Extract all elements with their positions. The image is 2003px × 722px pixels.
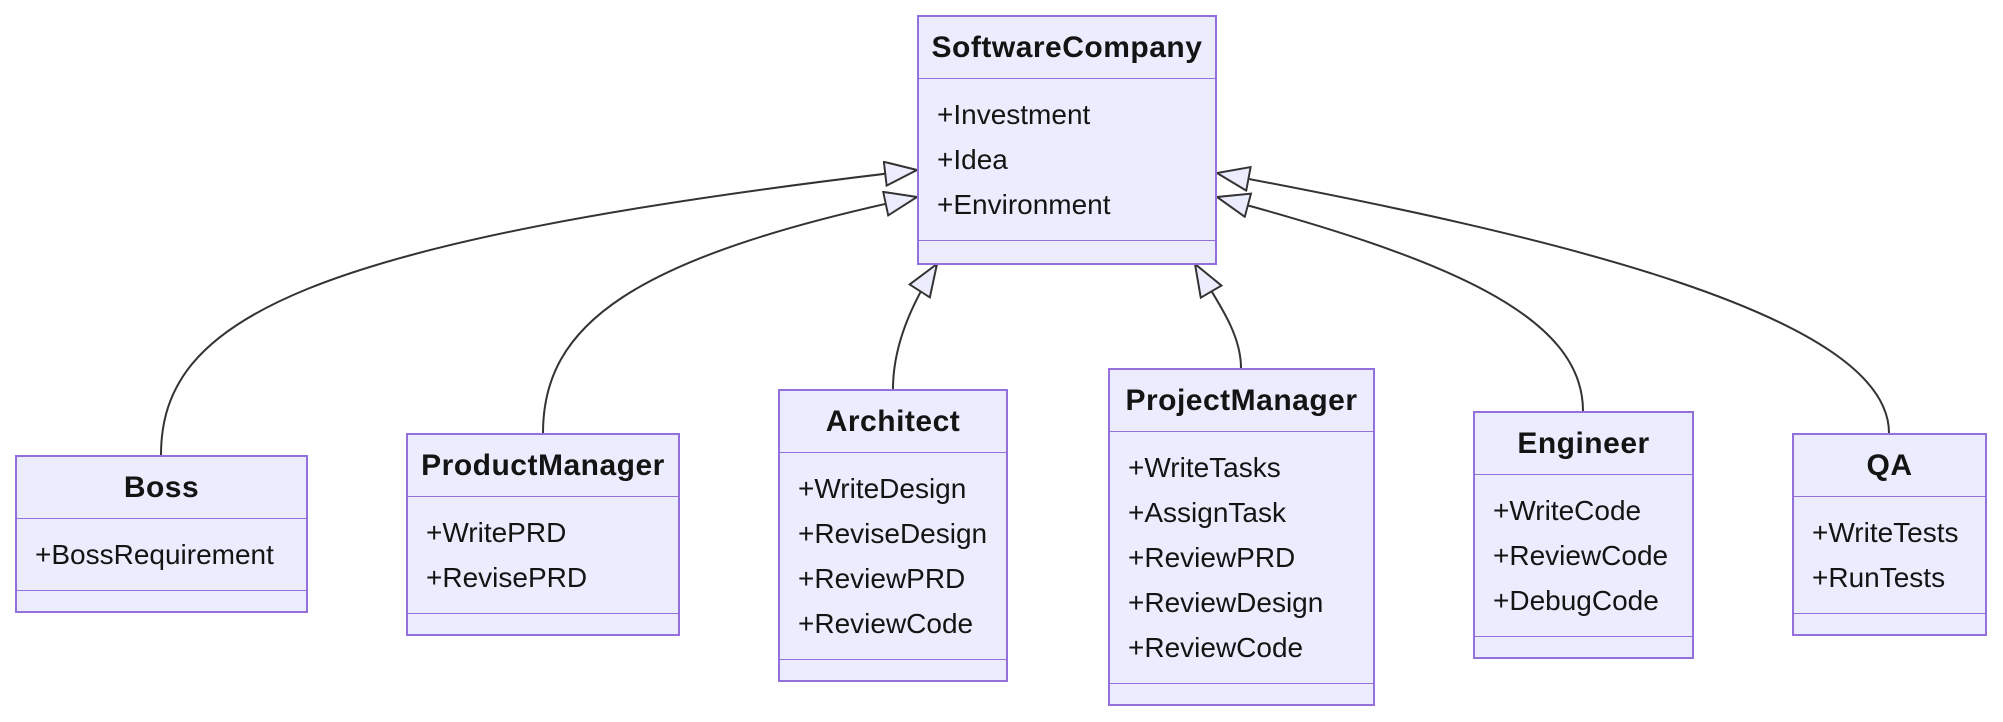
- class-title: Engineer: [1475, 413, 1692, 475]
- class-attribute: +ReviewCode: [1128, 631, 1304, 663]
- class-methods-compartment: [1475, 637, 1692, 657]
- class-attributes: +BossRequirement: [17, 519, 306, 591]
- class-attribute: +ReviewPRD: [798, 562, 966, 594]
- class-attribute: +WriteTests: [1812, 516, 1959, 548]
- class-methods-compartment: [17, 591, 306, 611]
- class-box-qa: QA +WriteTests +RunTests: [1792, 433, 1987, 636]
- class-box-boss: Boss +BossRequirement: [15, 455, 308, 613]
- class-attribute: +WritePRD: [426, 516, 567, 548]
- class-methods-compartment: [408, 614, 678, 634]
- class-attribute: +BossRequirement: [35, 538, 274, 570]
- class-attribute: +WriteTasks: [1128, 451, 1281, 483]
- inheritance-edge-engineer-to-softwarecompany: [1217, 197, 1584, 412]
- class-box-architect: Architect +WriteDesign +ReviseDesign +Re…: [778, 389, 1008, 682]
- class-attributes: +WriteCode +ReviewCode +DebugCode: [1475, 475, 1692, 637]
- class-title: ProductManager: [408, 435, 678, 497]
- class-methods-compartment: [1110, 684, 1373, 704]
- class-methods-compartment: [1794, 614, 1985, 634]
- class-attributes: +Investment +Idea +Environment: [919, 79, 1215, 241]
- class-methods-compartment: [780, 660, 1006, 680]
- class-box-softwarecompany: SoftwareCompany +Investment +Idea +Envir…: [917, 15, 1217, 265]
- class-attributes: +WritePRD +RevisePRD: [408, 497, 678, 614]
- class-title: QA: [1794, 435, 1985, 497]
- class-methods-compartment: [919, 241, 1215, 263]
- class-title: Boss: [17, 457, 306, 519]
- class-title: ProjectManager: [1110, 370, 1373, 432]
- class-attribute: +ReviewPRD: [1128, 541, 1296, 573]
- class-attribute: +RevisePRD: [426, 561, 588, 593]
- inheritance-edge-architect-to-softwarecompany: [892, 264, 937, 390]
- class-attributes: +WriteTasks +AssignTask +ReviewPRD +Revi…: [1110, 432, 1373, 684]
- inheritance-edge-projectmanager-to-softwarecompany: [1195, 264, 1242, 369]
- class-attributes: +WriteTests +RunTests: [1794, 497, 1985, 614]
- class-attribute: +WriteDesign: [798, 472, 967, 504]
- class-title: SoftwareCompany: [919, 17, 1215, 79]
- class-attribute: +Environment: [937, 188, 1111, 220]
- class-attribute: +DebugCode: [1493, 584, 1659, 616]
- class-attribute: +ReviseDesign: [798, 517, 988, 549]
- class-box-projectmanager: ProjectManager +WriteTasks +AssignTask +…: [1108, 368, 1375, 706]
- class-attribute: +Idea: [937, 143, 1008, 175]
- class-attribute: +RunTests: [1812, 561, 1946, 593]
- class-attributes: +WriteDesign +ReviseDesign +ReviewPRD +R…: [780, 453, 1006, 660]
- inheritance-edge-qa-to-softwarecompany: [1217, 173, 1890, 434]
- class-title: Architect: [780, 391, 1006, 453]
- class-attribute: +ReviewCode: [798, 607, 974, 639]
- class-attribute: +ReviewCode: [1493, 539, 1669, 571]
- class-attribute: +WriteCode: [1493, 494, 1642, 526]
- inheritance-edge-productmanager-to-softwarecompany: [542, 197, 917, 434]
- class-attribute: +AssignTask: [1128, 496, 1286, 528]
- class-attribute: +ReviewDesign: [1128, 586, 1324, 618]
- class-attribute: +Investment: [937, 98, 1091, 130]
- inheritance-edge-boss-to-softwarecompany: [160, 170, 917, 456]
- class-box-engineer: Engineer +WriteCode +ReviewCode +DebugCo…: [1473, 411, 1694, 659]
- class-box-productmanager: ProductManager +WritePRD +RevisePRD: [406, 433, 680, 636]
